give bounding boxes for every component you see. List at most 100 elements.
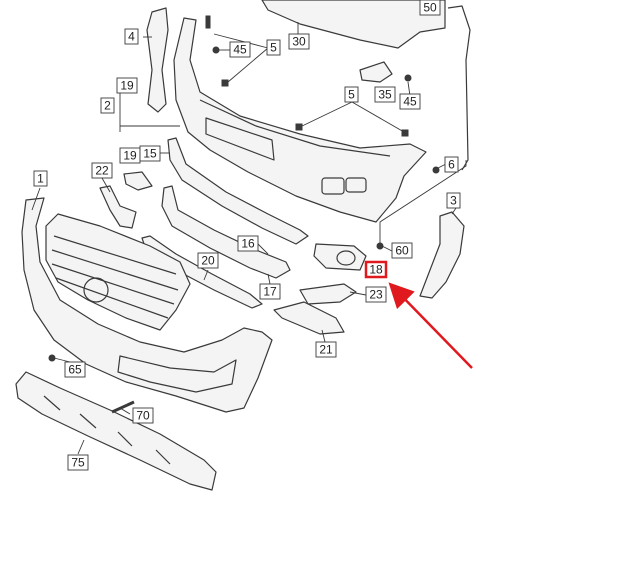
callout-16: 16 [237, 235, 259, 252]
trim-strip-part [161, 185, 291, 279]
callout-box [266, 39, 281, 56]
callout-box [139, 145, 161, 162]
callout-box [446, 192, 461, 209]
callout-label: 20 [201, 254, 215, 268]
callout-60: 60 [391, 242, 413, 259]
callout-label: 17 [263, 285, 277, 299]
upper-bumper-grille-slot [205, 117, 275, 161]
clip-35-part [359, 61, 393, 83]
lower-strip-part [167, 137, 309, 245]
callout-label: 60 [395, 244, 409, 258]
pointer-arrow [388, 282, 473, 369]
callout-label: 6 [448, 158, 455, 172]
callout-17: 17 [259, 283, 281, 300]
leader-3 [451, 207, 457, 215]
clip-5b-icon [295, 123, 303, 131]
callout-6: 6 [444, 156, 459, 173]
callout-box [374, 86, 396, 103]
callout-label: 5 [348, 88, 355, 102]
main-bumper-part [21, 197, 273, 413]
callout-label: 4 [128, 30, 135, 44]
callout-label: 30 [292, 35, 306, 49]
bracket-23-part [299, 283, 357, 305]
callout-70: 70 [132, 407, 154, 424]
callout-4: 4 [124, 28, 139, 45]
leader-21 [321, 329, 326, 343]
bracket-top-right-part [447, 5, 471, 171]
clip-5a-icon [221, 79, 229, 87]
callout-box [344, 86, 359, 103]
callout-label: 2 [104, 99, 111, 113]
callout-1: 1 [33, 170, 48, 187]
leader-70 [119, 407, 131, 415]
callout-label: 18 [369, 263, 383, 277]
upper-bumper-groove [199, 99, 391, 157]
callout-50: 50 [419, 0, 441, 16]
callout-box [259, 283, 281, 300]
callout-box [116, 77, 138, 94]
callout-box [132, 407, 154, 424]
callout-label: 35 [378, 88, 392, 102]
callout-label: 19 [123, 149, 137, 163]
callout-23: 23 [365, 286, 387, 303]
callout-box [444, 156, 459, 173]
callout-5a: 5 [266, 39, 281, 56]
callout-label: 50 [423, 1, 437, 15]
callout-highlight-box [364, 260, 388, 279]
callout-65: 65 [64, 361, 86, 378]
callout-3: 3 [446, 192, 461, 209]
leader-1 [31, 187, 41, 211]
callout-2: 2 [100, 97, 115, 114]
callout-21: 21 [315, 341, 337, 358]
leader-20 [203, 269, 209, 281]
callout-box [229, 41, 251, 58]
side-bracket-part [146, 7, 169, 113]
upper-bumper-cover-part [173, 17, 427, 223]
leader-17 [267, 273, 271, 285]
leader-23 [349, 291, 367, 296]
callout-22: 22 [91, 162, 113, 179]
screw-6-icon [432, 166, 440, 174]
leader-75 [77, 439, 85, 455]
callout-19b: 19 [119, 147, 141, 164]
leader-65 [53, 357, 71, 363]
leader-60 [381, 245, 393, 252]
callout-45a: 45 [229, 41, 251, 58]
leader-16 [257, 243, 269, 255]
callout-box [391, 242, 413, 259]
fog-recess-left [321, 177, 345, 195]
callout-box [33, 170, 48, 187]
callout-15: 15 [139, 145, 161, 162]
leader-22 [101, 177, 111, 193]
callout-30: 30 [288, 33, 310, 50]
callout-label: 15 [143, 147, 157, 161]
callout-box [315, 341, 337, 358]
callout-box [237, 235, 259, 252]
callout-box [365, 286, 387, 303]
callout-box [197, 252, 219, 269]
callout-label: 21 [319, 343, 333, 357]
callout-18: 18 [364, 260, 388, 279]
callout-box [67, 454, 89, 471]
grille-slats [51, 235, 179, 319]
callout-box [419, 0, 441, 16]
callout-label: 65 [68, 363, 82, 377]
bolt-70-icon [111, 400, 135, 414]
callout-label: 45 [233, 43, 247, 57]
callout-label: 19 [120, 79, 134, 93]
bracket-22-part [99, 185, 137, 229]
clip-top-icon [205, 15, 211, 29]
callout-5b: 5 [344, 86, 359, 103]
callout-label: 1 [37, 172, 44, 186]
callout-label: 23 [369, 288, 383, 302]
callout-label: 16 [241, 237, 255, 251]
callout-19a: 19 [116, 77, 138, 94]
callout-box [100, 97, 115, 114]
callout-20: 20 [197, 252, 219, 269]
skid-plate-ribs [43, 395, 171, 465]
reinforcement-bar-part [261, 0, 446, 49]
small-cover-19-part [123, 171, 153, 191]
bracket-21-part [273, 301, 345, 335]
